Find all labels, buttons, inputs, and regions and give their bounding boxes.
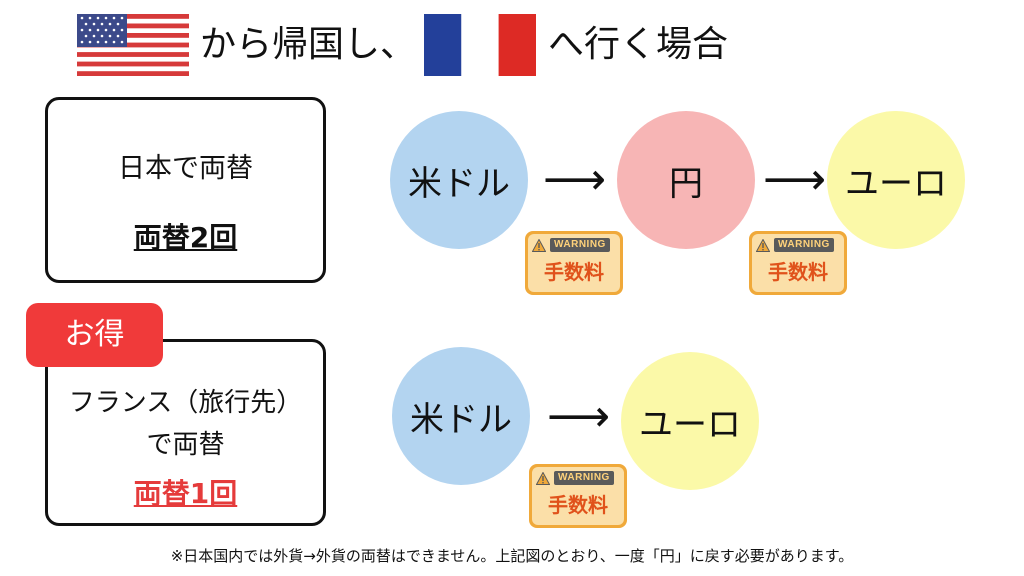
deal-badge: お得 <box>26 303 163 367</box>
option-japan-count: 両替2回 <box>133 221 238 254</box>
warning-word: WARNING <box>554 471 614 485</box>
option-france-box: フランス（旅行先） で両替 両替1回 <box>45 339 326 526</box>
warning-icon <box>756 238 770 252</box>
option-france-count: 両替1回 <box>133 477 238 510</box>
warning-word: WARNING <box>774 238 834 252</box>
fee-warning-3: WARNING 手数料 <box>529 464 627 528</box>
flow2-usd-circle: 米ドル <box>392 347 530 485</box>
flow1-usd-circle: 米ドル <box>390 111 528 249</box>
flow2-arrow: ⟶ <box>547 391 611 442</box>
us-flag-icon <box>77 14 189 76</box>
fee-warning-2: WARNING 手数料 <box>749 231 847 295</box>
option-japan-label: 日本で両替 <box>118 153 253 184</box>
fee-label: 手数料 <box>544 260 604 284</box>
flow2-eur-circle: ユーロ <box>621 352 759 490</box>
fee-label: 手数料 <box>768 260 828 284</box>
warning-word: WARNING <box>550 238 610 252</box>
flow1-arrow-2: ⟶ <box>763 154 827 205</box>
footnote: ※日本国内では外貨→外貨の両替はできません。上記図のとおり、一度「円」に戻す必要… <box>170 547 854 565</box>
warning-icon <box>532 238 546 252</box>
option-france-label-line2: で両替 <box>146 430 225 460</box>
fee-label: 手数料 <box>548 493 608 517</box>
flow1-jpy-circle: 円 <box>617 111 755 249</box>
option-japan-box: 日本で両替 両替2回 <box>45 97 326 283</box>
title-text-to: へ行く場合 <box>548 24 729 65</box>
warning-icon <box>536 471 550 485</box>
title-text-from: から帰国し、 <box>200 24 417 65</box>
flow1-eur-circle: ユーロ <box>827 111 965 249</box>
option-france-label-line1: フランス（旅行先） <box>68 388 303 418</box>
fee-warning-1: WARNING 手数料 <box>525 231 623 295</box>
flow1-arrow-1: ⟶ <box>543 154 607 205</box>
france-flag-icon <box>424 14 536 76</box>
